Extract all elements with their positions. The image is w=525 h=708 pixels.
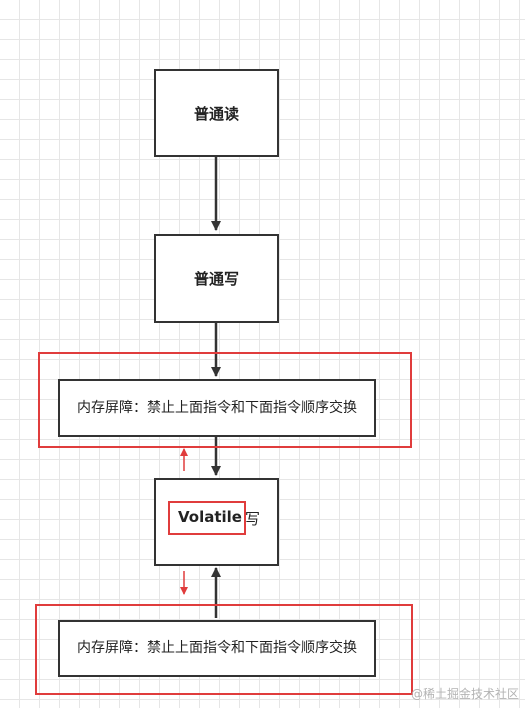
node-normal-read-label: 普通读 [193, 104, 239, 123]
node-memory-barrier-top-label: 内存屏障：禁止上面指令和下面指令顺序交换 [77, 399, 357, 416]
volatile-write-suffix: 写 [244, 509, 260, 528]
node-memory-barrier-top[interactable]: 内存屏障：禁止上面指令和下面指令顺序交换 [58, 379, 376, 437]
node-normal-write-label: 普通写 [193, 270, 239, 288]
barrier-bottom-highlight [35, 604, 413, 695]
node-memory-barrier-bottom-label: 内存屏障：禁止上面指令和下面指令顺序交换 [77, 640, 357, 656]
node-normal-read[interactable]: 普通读 [154, 69, 279, 157]
volatile-keyword-highlight: Volatile [168, 501, 246, 535]
barrier-top-highlight [38, 352, 412, 448]
node-volatile-write[interactable] [154, 478, 279, 566]
watermark: @稀土掘金技术社区 [410, 687, 519, 701]
node-memory-barrier-bottom[interactable]: 内存屏障：禁止上面指令和下面指令顺序交换 [58, 620, 376, 677]
node-normal-write[interactable]: 普通写 [154, 234, 279, 323]
